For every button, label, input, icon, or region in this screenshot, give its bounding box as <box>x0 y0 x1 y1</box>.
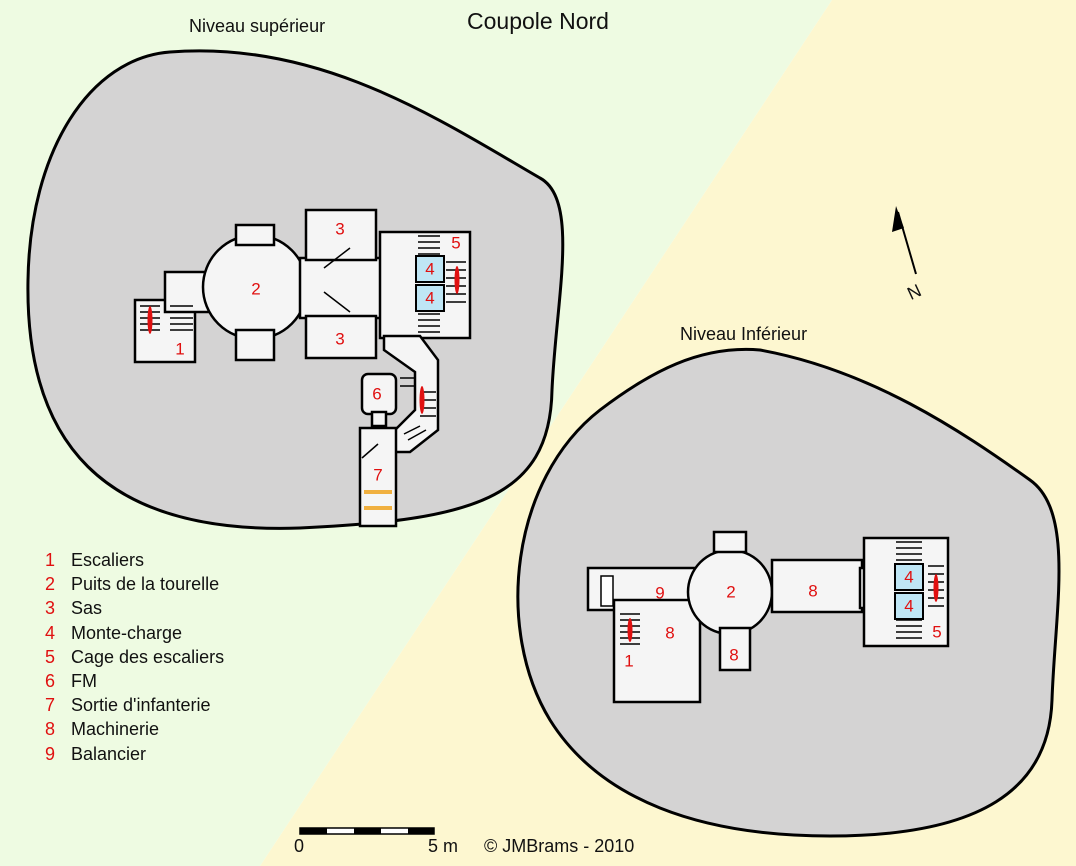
airlock-3-bottom <box>304 314 378 360</box>
upper-doors <box>364 490 392 510</box>
upper-label-6: 6 <box>372 385 381 404</box>
lower-label-8-small: 8 <box>729 646 738 665</box>
machinery-room-8-left <box>612 598 702 704</box>
lower-label-5: 5 <box>932 623 941 642</box>
upper-label-3-bottom: 3 <box>335 330 344 349</box>
upper-label-4b: 4 <box>425 289 434 308</box>
fm-link <box>370 410 388 428</box>
upper-label-7: 7 <box>373 466 382 485</box>
exit-door-line <box>361 443 379 459</box>
airlock-3-top <box>304 208 378 262</box>
turret-shaft-bottom <box>234 328 276 362</box>
airlock-door-line-1 <box>323 247 351 269</box>
upper-label-4a: 4 <box>425 260 434 279</box>
upper-lift-4a <box>415 255 445 283</box>
lower-label-4b: 4 <box>904 597 913 616</box>
scale-start-label: 0 <box>294 836 305 856</box>
upper-lift-4b <box>415 284 445 312</box>
upper-label-1: 1 <box>175 340 184 359</box>
lower-stair-arrows <box>627 574 939 642</box>
lower-lift-4a <box>894 563 924 591</box>
turret-top-lower <box>712 530 748 554</box>
lower-label-9: 9 <box>655 584 664 603</box>
lower-label-2: 2 <box>726 583 735 602</box>
upper-label-5: 5 <box>451 234 460 253</box>
lower-label-8-left: 8 <box>665 624 674 643</box>
turret-shaft-top <box>234 223 276 247</box>
lower-label-8-right: 8 <box>808 582 817 601</box>
lower-level-label: Niveau Inférieur <box>680 324 808 344</box>
upper-label-3-top: 3 <box>335 220 344 239</box>
upper-label-2: 2 <box>251 280 260 299</box>
scale-bar <box>299 827 435 835</box>
diagram-title: Coupole Nord <box>467 8 609 34</box>
bench <box>600 575 614 607</box>
lower-lift-4b <box>894 592 924 620</box>
north-arrow <box>892 206 917 275</box>
machinery-room-8-small <box>718 626 752 672</box>
lower-label-4a: 4 <box>904 568 913 587</box>
upper-level-label: Niveau supérieur <box>189 16 326 36</box>
airlock-door-line-2 <box>323 291 351 313</box>
scale-end-label: 5 m <box>428 836 459 856</box>
lower-label-1: 1 <box>624 652 633 671</box>
copyright-text: © JMBrams - 2010 <box>484 836 635 856</box>
upper-stair-arrows <box>147 266 460 414</box>
